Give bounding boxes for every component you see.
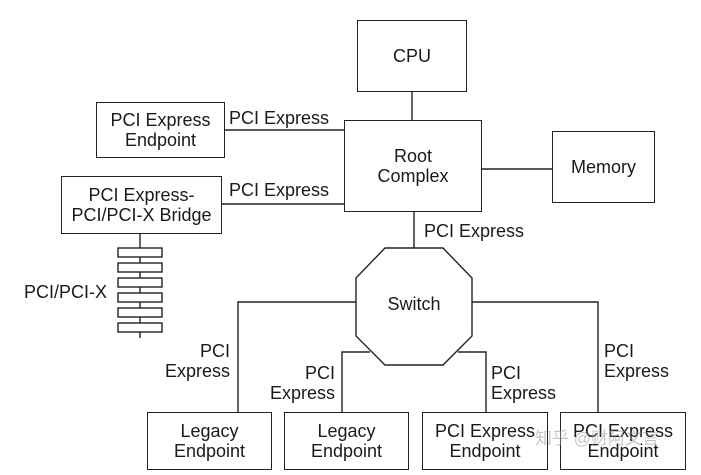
endpoint4-box: PCI Express Endpoint <box>560 412 686 470</box>
link-label-legacy1-line2: Express <box>164 361 230 381</box>
legacy2-box: Legacy Endpoint <box>284 412 409 470</box>
switch-legacy1-link <box>237 301 357 412</box>
memory-label: Memory <box>570 157 636 177</box>
switch-legacy2-link <box>341 351 370 412</box>
bus-slot-6 <box>117 322 163 333</box>
bus-label: PCI/PCI-X <box>24 282 108 302</box>
endpoint3-box: PCI Express Endpoint <box>422 412 548 470</box>
cpu-box: CPU <box>357 20 467 92</box>
endpoint3-line2: Endpoint <box>449 441 521 461</box>
switch-label: Switch <box>387 294 441 314</box>
bus-slot-4 <box>117 292 163 303</box>
link-label-bridge: PCI Express <box>229 180 330 200</box>
switch-endpoint4-link <box>472 301 599 412</box>
link-label-legacy1-line1: PCI <box>199 341 230 361</box>
bridge-line2: PCI/PCI-X Bridge <box>71 205 212 225</box>
link-label-switch-up: PCI Express <box>424 221 525 241</box>
switch-endpoint3-link <box>458 351 487 412</box>
link-label-legacy2-line2: Express <box>269 383 335 403</box>
root-complex-line2: Complex <box>377 166 449 186</box>
root-complex-box: Root Complex <box>344 120 482 212</box>
link-label-endpoint3-line1: PCI <box>491 363 522 383</box>
memory-box: Memory <box>552 131 655 203</box>
link-label-endpoint4-line2: Express <box>604 361 670 381</box>
link-label-endpoint-top: PCI Express <box>229 108 330 128</box>
cpu-label: CPU <box>392 46 431 66</box>
link-label-legacy1: PCI Express <box>150 341 230 381</box>
bus-slot-1 <box>117 247 163 258</box>
endpoint-top-line1: PCI Express <box>110 110 211 130</box>
endpoint3-line1: PCI Express <box>434 421 536 441</box>
legacy1-line2: Endpoint <box>173 441 246 461</box>
link-label-endpoint4-line1: PCI <box>604 341 635 361</box>
legacy2-line1: Legacy <box>317 421 376 441</box>
endpoint4-line2: Endpoint <box>587 441 659 461</box>
bus-slot-2 <box>117 262 163 273</box>
link-label-endpoint3: PCI Express <box>491 363 556 403</box>
endpoint-top-line2: Endpoint <box>124 130 197 150</box>
bus-slot-3 <box>117 277 163 288</box>
link-label-endpoint4: PCI Express <box>604 341 669 381</box>
legacy2-line2: Endpoint <box>310 441 383 461</box>
link-label-endpoint3-line2: Express <box>491 383 557 403</box>
bus-slot-5 <box>117 307 163 318</box>
link-label-legacy2: PCI Express <box>255 363 335 403</box>
link-label-legacy2-line1: PCI <box>304 363 335 383</box>
bridge-box: PCI Express- PCI/PCI-X Bridge <box>61 176 222 234</box>
switch-shape <box>355 247 473 366</box>
endpoint-top-box: PCI Express Endpoint <box>96 102 225 158</box>
legacy1-line1: Legacy <box>180 421 239 441</box>
legacy1-box: Legacy Endpoint <box>147 412 272 470</box>
root-complex-line1: Root <box>393 146 433 166</box>
bridge-line1: PCI Express- <box>88 185 195 205</box>
endpoint4-line1: PCI Express <box>572 421 674 441</box>
